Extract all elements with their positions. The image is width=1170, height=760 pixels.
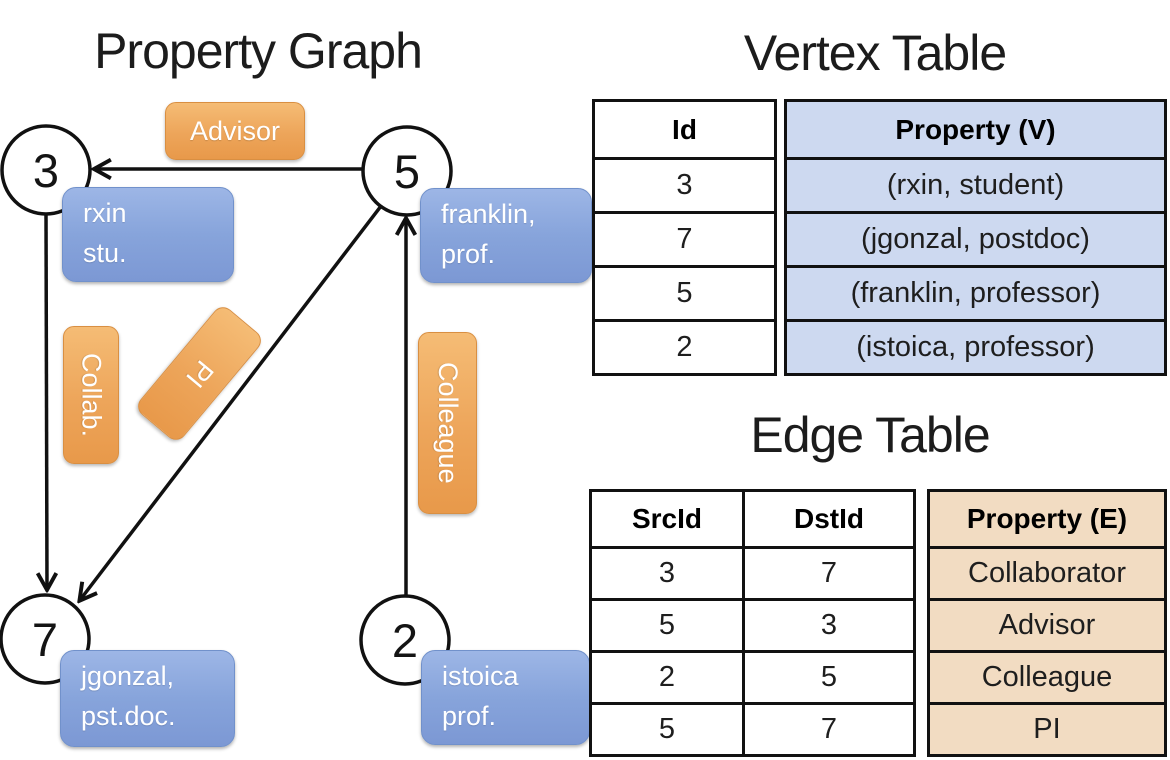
edge-table-dstid-header: DstId: [742, 492, 913, 546]
edge-label-colleague: Colleague: [418, 332, 477, 514]
table-row: (istoica, professor): [787, 319, 1164, 373]
vertex-box-rxin: rxin stu.: [62, 187, 234, 282]
node-id-3: 3: [32, 143, 60, 197]
vertex-table-property-column: Property (V) (rxin, student) (jgonzal, p…: [784, 99, 1167, 376]
table-row: Colleague: [930, 650, 1164, 702]
edge-table-header-row: Property (E): [930, 492, 1164, 546]
vertex-table-id-header: Id: [672, 113, 697, 145]
vertex-box-jgonzal: jgonzal, pst.doc.: [60, 650, 235, 747]
edge-table-srcid-header: SrcId: [631, 503, 703, 534]
table-row: Collaborator: [930, 546, 1164, 598]
table-row: (franklin, professor): [787, 265, 1164, 319]
edge-label-advisor: Advisor: [165, 102, 305, 160]
table-row: (rxin, student): [787, 157, 1164, 211]
vertex-table-property-header: Property (V): [895, 113, 1056, 145]
table-row: 3 7: [592, 546, 913, 598]
vertex-box-istoica: istoica prof.: [421, 650, 590, 745]
node-id-7: 7: [31, 612, 59, 666]
table-row: 2 5: [592, 650, 913, 702]
edge-table-property-header: Property (E): [966, 503, 1128, 534]
table-row: 2: [595, 319, 774, 373]
property-graph-title: Property Graph: [94, 23, 423, 79]
vertex-table-title: Vertex Table: [743, 25, 1007, 81]
vertex-box-franklin: franklin, prof.: [420, 188, 592, 283]
edge-pi-5-to-7: [80, 204, 383, 600]
edge-table-header-row: SrcId DstId: [592, 492, 913, 546]
vertex-table-header-row: Property (V): [787, 102, 1164, 157]
edge-label-collab: Collab.: [63, 326, 119, 464]
table-row: 5: [595, 265, 774, 319]
table-row: 5 3: [592, 598, 913, 650]
table-row: PI: [930, 702, 1164, 754]
node-id-5: 5: [393, 144, 421, 198]
table-row: 3: [595, 157, 774, 211]
table-row: (jgonzal, postdoc): [787, 211, 1164, 265]
edge-table-property-column: Property (E) Collaborator Advisor Collea…: [927, 489, 1167, 757]
node-id-2: 2: [391, 613, 419, 667]
vertex-table-id-column: Id 3 7 5 2: [592, 99, 777, 376]
table-row: 5 7: [592, 702, 913, 754]
vertex-table-header-row: Id: [595, 102, 774, 157]
edge-collab-3-to-7: [46, 212, 47, 589]
edge-table-title: Edge Table: [750, 407, 990, 463]
edge-table-id-columns: SrcId DstId 3 7 5 3 2 5 5 7: [589, 489, 916, 757]
table-row: 7: [595, 211, 774, 265]
table-row: Advisor: [930, 598, 1164, 650]
